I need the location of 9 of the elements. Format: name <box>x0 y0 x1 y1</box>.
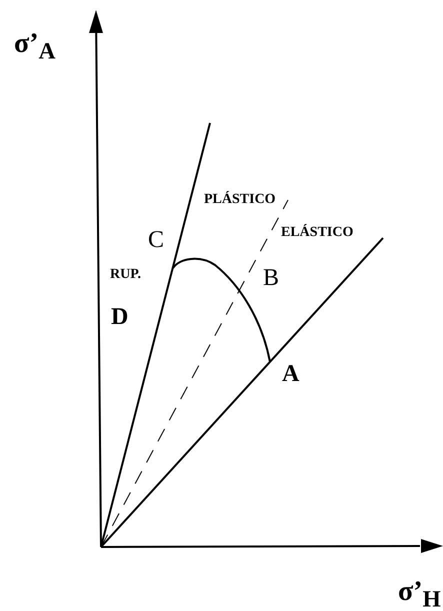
region-label: ELÁSTICO <box>281 226 354 240</box>
point-label: A <box>282 362 300 386</box>
region-label: PLÁSTICO <box>204 193 276 207</box>
axis-label: σ’$_{H}$ <box>398 578 441 611</box>
point-label: B <box>263 266 280 290</box>
point-label: D <box>111 305 128 329</box>
region-label: RUP. <box>110 268 141 282</box>
axis-label: σ’$_{A}$ <box>14 30 56 64</box>
point-label: C <box>148 228 164 252</box>
